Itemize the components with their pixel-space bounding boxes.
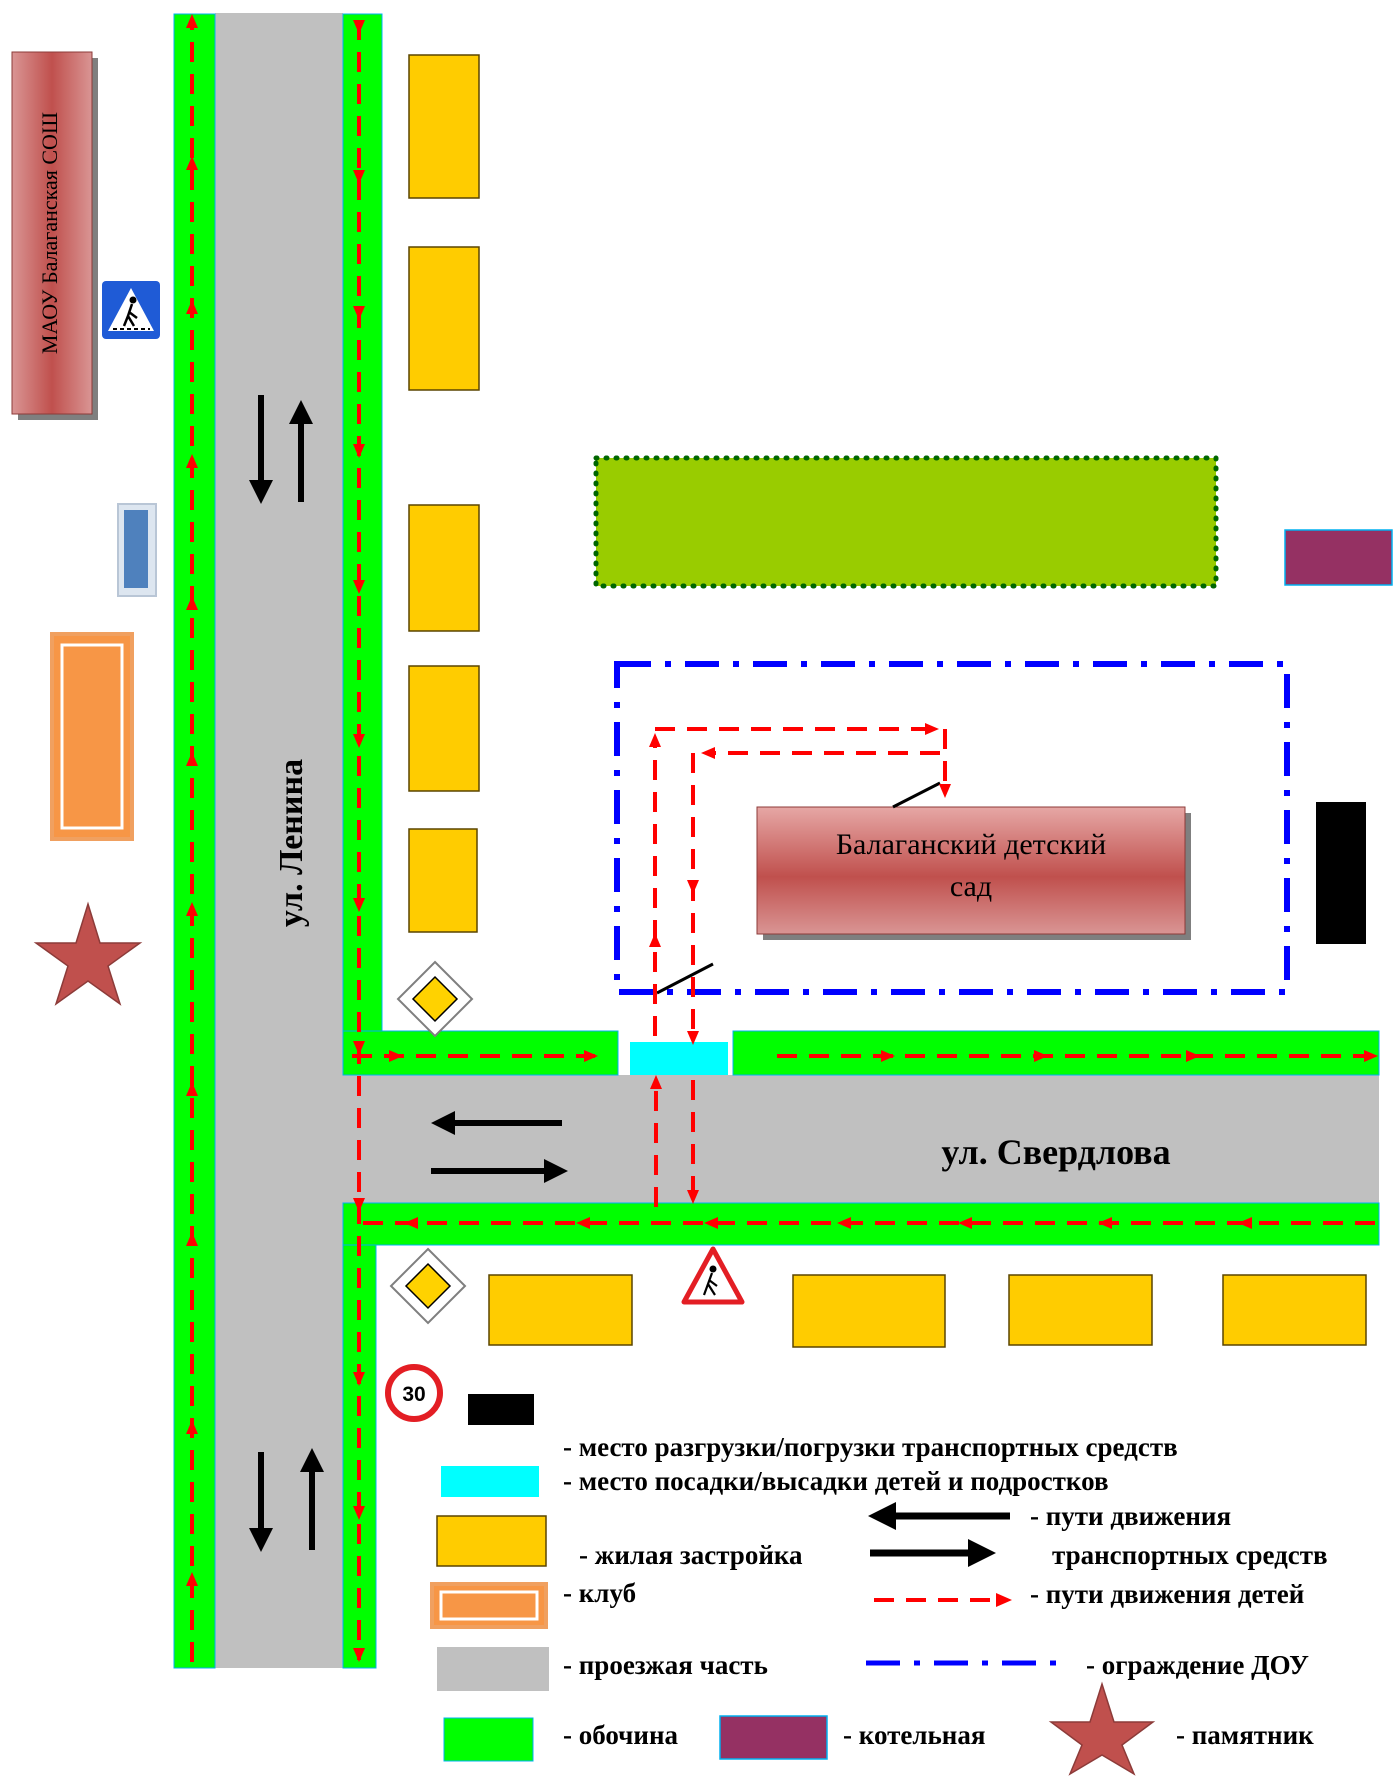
shoulder-sverdlova-north-left — [342, 1030, 619, 1076]
legend-vehicle-text-1: - пути движения — [1030, 1501, 1231, 1531]
street-label-sverdlova: ул. Свердлова — [941, 1132, 1170, 1172]
legend-unloading-swatch — [468, 1394, 534, 1425]
legend-monument-text: - памятник — [1176, 1720, 1314, 1750]
boiler-house — [1284, 529, 1393, 586]
legend-star-monument-icon — [1048, 1681, 1156, 1776]
school-building — [11, 51, 93, 415]
residential-5 — [408, 828, 478, 933]
legend-unloading-text: - место разгрузки/погрузки транспортных … — [563, 1432, 1178, 1462]
legend-children-path-arrowhead — [996, 1593, 1012, 1607]
legend-roadway-swatch — [437, 1647, 549, 1691]
legend-vehicle-text-2: транспортных средств — [1052, 1540, 1328, 1570]
legend-children-path-text: - пути движения детей — [1030, 1579, 1304, 1609]
residential-6 — [488, 1274, 633, 1346]
priority-road-sign-icon — [389, 1247, 467, 1325]
legend-club-swatch — [430, 1582, 548, 1629]
legend-boarding-text: - место посадки/высадки детей и подростк… — [563, 1466, 1109, 1496]
children-path-arrows — [186, 14, 1378, 1662]
legend-boarding-swatch — [441, 1466, 539, 1497]
shoulder-lenina-left — [173, 13, 216, 1669]
legend-fence-text: - ограждение ДОУ — [1086, 1650, 1309, 1680]
pedestrian-crossing-sign-icon — [102, 281, 160, 339]
residential-3 — [408, 504, 480, 632]
children-warning-sign-icon — [681, 1246, 745, 1305]
gate-lower — [656, 962, 714, 995]
shoulder-sverdlova-north-right — [732, 1030, 1380, 1076]
small-building-inner — [124, 510, 148, 588]
residential-9 — [1222, 1274, 1367, 1346]
children-paths — [190, 20, 1375, 1662]
star-monument-icon — [33, 901, 143, 1006]
school-label: МАОУ Балаганская СОШ — [37, 112, 62, 354]
boarding-place — [630, 1042, 728, 1075]
park-area — [593, 455, 1219, 589]
legend-club-swatch-inner — [439, 1590, 539, 1621]
legend-residential-text: - жилая застройка — [579, 1540, 803, 1570]
club-building-inner — [60, 643, 124, 830]
speed-limit-sign-icon: 30 — [385, 1364, 443, 1422]
vehicle-paths — [249, 395, 568, 1552]
residential-8 — [1008, 1274, 1153, 1346]
legend-boiler-swatch — [719, 1715, 828, 1760]
residential-2 — [408, 246, 480, 391]
legend-roadway-text: - проезжая часть — [563, 1650, 768, 1680]
legend-boiler-text: - котельная — [843, 1720, 985, 1750]
street-label-lenina: ул. Ленина — [273, 759, 310, 927]
legend-club-text: - клуб — [563, 1578, 636, 1608]
legend-shoulder-swatch — [443, 1717, 534, 1762]
legend-residential-swatch — [436, 1515, 547, 1567]
roadway-lenina — [215, 13, 343, 1668]
gate-upper — [892, 781, 941, 809]
legend-shoulder-text: - обочина — [563, 1720, 679, 1750]
kindergarten-label-line1: Балаганский детский — [836, 828, 1106, 861]
shoulder-lenina-right-upper — [342, 13, 383, 1032]
residential-1 — [408, 54, 480, 199]
roadway-sverdlova — [343, 1075, 1379, 1203]
residential-7 — [792, 1274, 946, 1348]
kindergarten-fence — [614, 661, 1290, 995]
kindergarten-label-line2: сад — [950, 870, 992, 903]
kindergarten-building — [756, 806, 1186, 935]
unloading-place — [1316, 802, 1366, 944]
residential-4 — [408, 665, 480, 792]
club-building — [50, 632, 134, 841]
speed-limit-value: 30 — [402, 1383, 425, 1406]
priority-road-sign-icon — [396, 960, 474, 1038]
